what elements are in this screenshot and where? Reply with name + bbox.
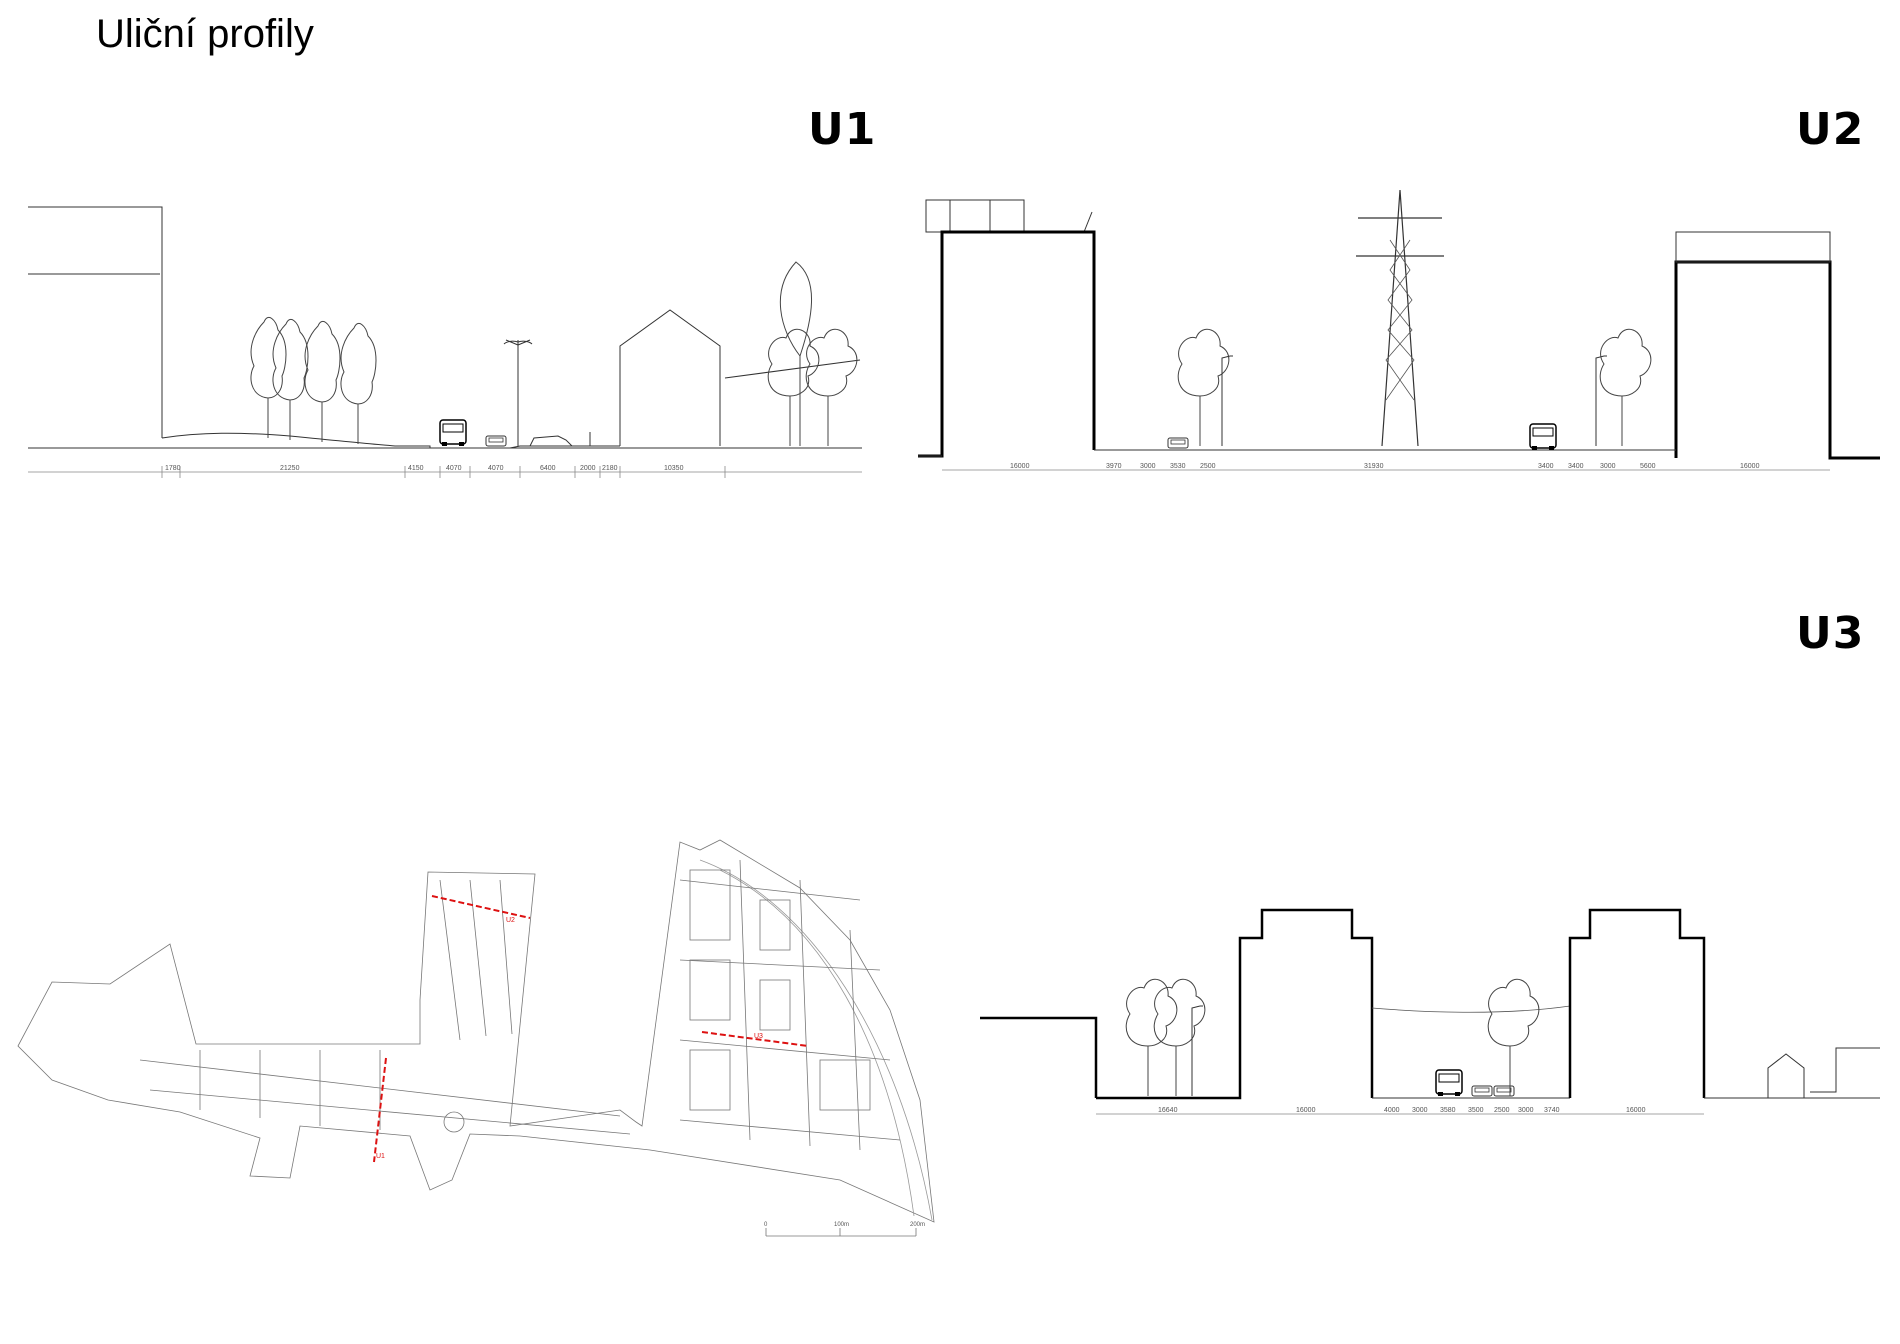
dim-u3-7: 3000	[1518, 1107, 1534, 1114]
dim-u3-6: 2500	[1494, 1107, 1510, 1114]
site-plan-mark-u1: U1	[376, 1153, 385, 1160]
dim-u2-6: 3400	[1538, 463, 1554, 470]
dim-u1-8: 10350	[664, 465, 684, 472]
dim-u2-3: 3530	[1170, 463, 1186, 470]
dim-u3-9: 16000	[1626, 1107, 1646, 1114]
dim-u3-2: 4000	[1384, 1107, 1400, 1114]
dim-u1-0: 1780	[165, 465, 181, 472]
dim-u2-2: 3000	[1140, 463, 1156, 470]
dim-u2-7: 3400	[1568, 463, 1584, 470]
section-u3-drawing: 16640 16000 4000 3000 3580 3500 2500 300…	[980, 908, 1880, 1115]
section-u3-dimension-line: 16640 16000 4000 3000 3580 3500 2500 300…	[1096, 1107, 1704, 1115]
dim-u2-8: 3000	[1600, 463, 1616, 470]
dim-u2-1: 3970	[1106, 463, 1122, 470]
dim-u3-1: 16000	[1296, 1107, 1316, 1114]
section-u2-drawing: 16000 3970 3000 3530 2500 31930 3400 340…	[918, 189, 1880, 471]
dim-u2-5: 31930	[1364, 463, 1384, 470]
dim-u2-0: 16000	[1010, 463, 1030, 470]
dim-u3-8: 3740	[1544, 1107, 1560, 1114]
section-u1-dimension-line: 1780 21250 4150 4070 4070 6400 2000 2180…	[28, 465, 862, 478]
dim-u2-10: 16000	[1740, 463, 1760, 470]
dim-u1-2: 4150	[408, 465, 424, 472]
dim-u1-7: 2180	[602, 465, 618, 472]
section-u1-drawing: 1780 21250 4150 4070 4070 6400 2000 2180…	[28, 206, 862, 478]
dim-u2-4: 2500	[1200, 463, 1216, 470]
dim-u2-9: 5600	[1640, 463, 1656, 470]
dim-u1-4: 4070	[488, 465, 504, 472]
scale-bar-100: 100m	[834, 1222, 849, 1228]
site-plan-mark-u3: U3	[754, 1033, 763, 1040]
scale-bar-0: 0	[764, 1222, 768, 1228]
page-title: Uliční profily	[96, 12, 314, 56]
site-plan	[17, 839, 935, 1223]
dim-u3-4: 3580	[1440, 1107, 1456, 1114]
section-label-u3: U3	[1796, 608, 1865, 659]
site-plan-mark-u2: U2	[506, 917, 515, 924]
section-label-u2: U2	[1796, 104, 1865, 155]
power-pylon	[1356, 189, 1444, 447]
scale-bar-200: 200m	[910, 1222, 925, 1228]
dim-u1-1: 21250	[280, 465, 300, 472]
section-u2-dimension-line: 16000 3970 3000 3530 2500 31930 3400 340…	[942, 463, 1830, 471]
dim-u3-5: 3500	[1468, 1107, 1484, 1114]
section-label-u1: U1	[808, 104, 877, 155]
dim-u3-3: 3000	[1412, 1107, 1428, 1114]
dim-u3-0: 16640	[1158, 1107, 1178, 1114]
dim-u1-6: 2000	[580, 465, 596, 472]
scale-bar: 0 100m 200m	[764, 1222, 925, 1237]
dim-u1-3: 4070	[446, 465, 462, 472]
dim-u1-5: 6400	[540, 465, 556, 472]
